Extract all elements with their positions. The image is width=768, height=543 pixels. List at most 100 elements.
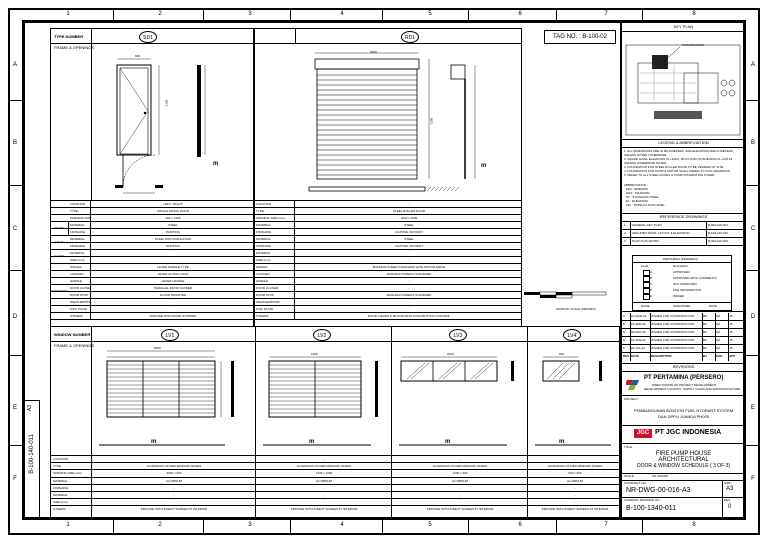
grid-tick	[290, 8, 291, 20]
table-grid	[254, 200, 255, 320]
grid-tick	[382, 8, 383, 20]
key-plan-callout: THIS DRAWING	[682, 43, 705, 47]
lv1-value: PROVIDE WITH INSECT SCREEN AT INTERIOR	[140, 507, 208, 512]
lv3-value: -	[459, 500, 461, 505]
revision-date: 15-APR-22	[631, 322, 646, 326]
tb-line	[622, 31, 745, 32]
door-row-label: MATERIAL	[256, 237, 271, 241]
grid-right-D: D	[750, 314, 756, 320]
sd1-tag: SD1	[139, 31, 157, 43]
revision-chk: AH	[716, 314, 721, 318]
revision-rev: B	[623, 322, 626, 326]
door-row-label: MATERIAL	[256, 223, 271, 227]
lv3-dim-width: 2400	[447, 352, 454, 356]
door-group-label: FRAME	[53, 226, 65, 230]
rd1-divider	[295, 29, 296, 43]
door-table-row: SIZE (mm)-SIZE (mm)-	[50, 256, 522, 264]
lv1-value: -	[173, 485, 175, 490]
tb-line	[622, 147, 745, 148]
ref-grid	[630, 221, 631, 245]
sd1-value: PAINTING	[166, 244, 180, 248]
rd1-value: MANUFACTURER'S STANDARD	[386, 293, 432, 297]
sd1-dim-height: 2100	[164, 99, 169, 107]
door-row-label: WEATHERSTRIP	[70, 300, 90, 304]
rd1-value: STEEL ROLLER DOOR	[392, 209, 426, 213]
grid-top-7: 7	[604, 11, 608, 17]
revision-header-by: BY	[703, 354, 708, 358]
revision-line	[622, 344, 745, 345]
revision-rev: 0	[623, 346, 625, 350]
lv3-value: 2400 x 300	[452, 471, 468, 476]
revision-rev: A	[623, 314, 626, 318]
win-div-0	[91, 327, 92, 455]
side-stamp-doc: B-100-140-011	[29, 434, 35, 474]
sd1-value: -	[172, 251, 174, 255]
approval-check[interactable]	[643, 270, 650, 276]
revision-app: JS	[729, 338, 733, 342]
lv4-dim-width: 600	[559, 352, 565, 356]
tb-line	[622, 363, 745, 364]
rd1-value: -	[408, 300, 410, 304]
sd1-value: LEFT / RIGHT	[163, 202, 183, 206]
table-grid	[90, 200, 91, 320]
lv3-value: -	[459, 457, 461, 461]
grid-tick	[468, 8, 469, 20]
door-group-label: GLASS	[53, 254, 64, 258]
grid-bottom-2: 2	[158, 522, 162, 528]
lv4-value: -	[574, 500, 576, 505]
revision-app: JS	[729, 330, 733, 334]
grid-left-F: F	[13, 476, 17, 482]
legend-title: LEGEND & ABBREVIATION	[658, 140, 709, 145]
lv3-value: ALUMINUM	[451, 478, 468, 483]
title-line3: DOOR & WINDOW SCHEDULE ( 3 OF 3)	[636, 463, 731, 469]
key-plan-drawing	[625, 44, 741, 136]
window-row-label: TYPE	[53, 464, 61, 469]
grid-bottom-3: 3	[248, 522, 252, 528]
lv3-value: -	[459, 493, 461, 497]
lv3-tag: LV3	[449, 329, 467, 341]
reference-title: REFERENCE DRAWINGS	[659, 214, 708, 219]
grid-tick	[642, 520, 643, 535]
table-grid	[294, 200, 295, 320]
legend-note-4: 4. FOUNDATION FOR PUMP & MOTOR SHALL REF…	[624, 169, 731, 173]
door-row-label: FINISHING	[256, 230, 272, 234]
scale-value: AS SHOWN	[652, 474, 669, 478]
grid-tick	[203, 8, 204, 20]
tb-line	[622, 443, 745, 444]
pertamina-logo-icon	[626, 380, 639, 390]
grid-tick	[746, 445, 760, 446]
door-row-label: LOCATION	[256, 202, 272, 206]
approval-check[interactable]	[643, 294, 650, 300]
ref-doc-2: B-100-140-010	[708, 231, 729, 235]
legend-note-2: 2. GRADE LEVEL ELEVATION IS +100.0, FIN …	[624, 157, 733, 165]
lv1-value: ALUMINUM LOUVER WINDOW (FIXED)	[146, 464, 202, 469]
revision-chk: AH	[716, 338, 721, 342]
revision-chk: AH	[716, 322, 721, 326]
door-row-label: KICK PLATE	[70, 307, 88, 311]
title-line2: ARCHITECTURAL	[658, 457, 709, 463]
approval-check[interactable]	[643, 276, 650, 282]
grid-bottom-8: 8	[692, 522, 696, 528]
door-row-label: WEATHERSTRIP	[256, 300, 280, 304]
inner-border	[22, 20, 746, 520]
lv1-window-drawing: m	[99, 350, 234, 446]
svg-text:m: m	[481, 163, 486, 169]
approval-desc-a: APPROVED	[673, 270, 690, 274]
approval-check[interactable]	[643, 288, 650, 294]
grid-top-6: 6	[518, 11, 522, 17]
door-row-label: TYPE	[256, 209, 264, 213]
revision-by: RK	[703, 314, 708, 318]
lv2-value: -	[323, 500, 325, 505]
revision-date: 06-MAY-22	[631, 330, 646, 334]
revision-desc: ISSUED FOR CONSTRUCTION	[651, 346, 695, 350]
sd1-value: FLOOR MOUNTED	[159, 293, 187, 297]
ref-no-1: 1	[624, 223, 626, 227]
door-row-label: OTHERS	[70, 314, 83, 318]
ref-title-3: PLOT PLAN ENTRY	[632, 239, 660, 243]
scale-label: SCALE	[624, 474, 634, 478]
window-row-label: FINISHING	[53, 485, 69, 490]
lv2-tag: LV2	[313, 329, 331, 341]
approval-check[interactable]	[643, 282, 650, 288]
